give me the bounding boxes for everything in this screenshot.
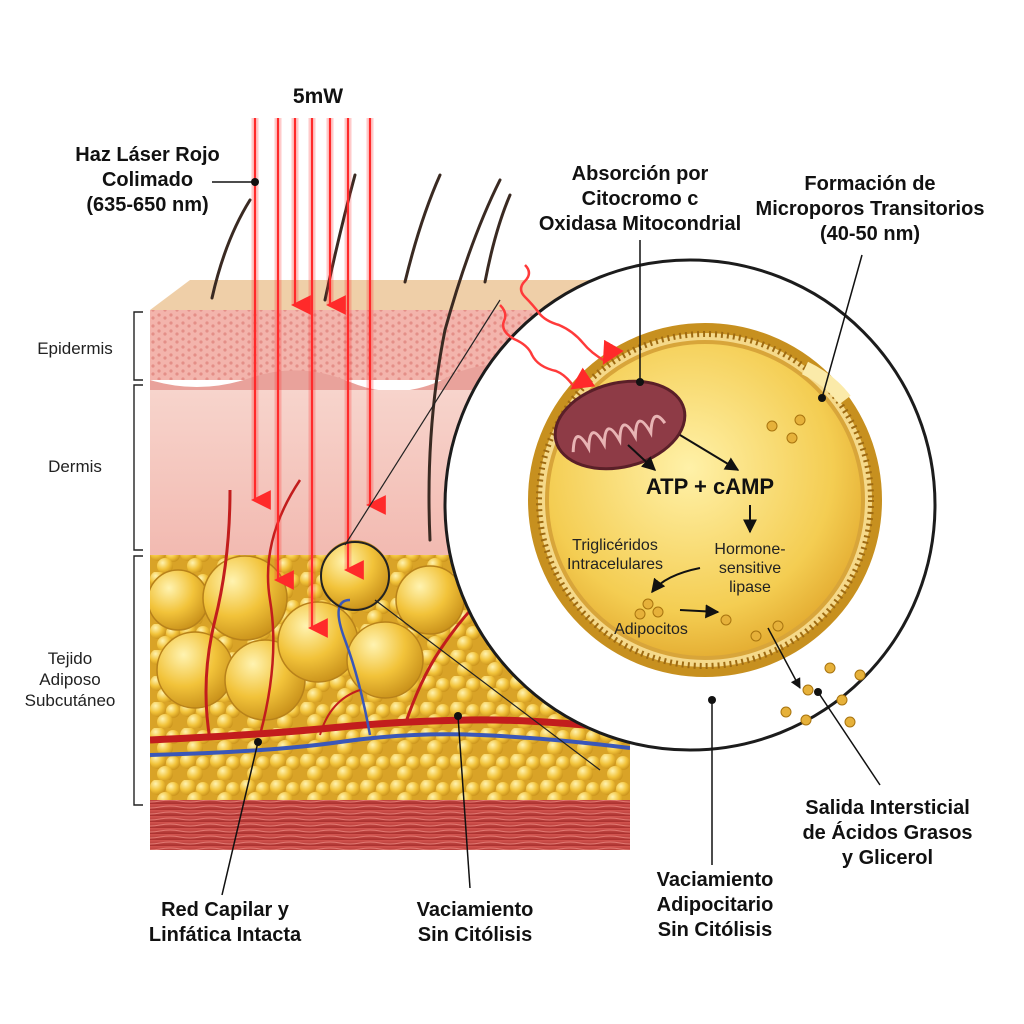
mitochondrion <box>553 379 687 471</box>
lipid-droplet <box>720 614 732 626</box>
lipid-droplets <box>634 414 866 728</box>
lipid-droplet <box>844 716 856 728</box>
layer-brackets <box>133 311 143 806</box>
laser-waves <box>499 264 624 390</box>
lipid-droplet <box>766 420 778 432</box>
power-label: 5mW <box>292 85 344 108</box>
micropore-label: Formación de Microporos Transitorios (40… <box>755 173 985 245</box>
lipid-droplet <box>802 684 814 696</box>
triglycerides-label: Triglicéridos Intracelulares <box>566 537 664 573</box>
emptying-left-label: Vaciamiento Sin Citólisis <box>416 899 534 946</box>
lipase-label: Hormone- sensitive lipase <box>714 541 786 596</box>
interstitial-label: Salida Intersticial de Ácidos Grasos y G… <box>802 797 973 869</box>
skin-surface <box>150 280 630 310</box>
lipid-droplet <box>772 620 784 632</box>
lipid-droplet <box>794 414 806 426</box>
hairs <box>210 173 512 542</box>
large-adipocytes <box>150 540 465 721</box>
zoom-source-circle <box>320 541 390 611</box>
adipose-label: Tejido Adiposo Subcutáneo <box>24 649 116 710</box>
epidermis-label: Epidermis <box>37 339 113 358</box>
lipid-droplet <box>786 432 798 444</box>
zoom-connectors <box>344 299 601 771</box>
capillary-label: Red Capilar y Linfática Intacta <box>148 899 302 946</box>
lipid-droplet <box>652 606 664 618</box>
lipid-droplet <box>836 694 848 706</box>
label-pointers <box>212 181 881 896</box>
lipid-droplet <box>824 662 836 674</box>
lipid-droplet <box>780 706 792 718</box>
pathway-arrows <box>627 434 757 619</box>
atp-camp-label: ATP + cAMP <box>645 474 775 499</box>
lipid-droplet <box>750 630 762 642</box>
muscle-layer <box>150 800 630 850</box>
laser-beam-label: Haz Láser Rojo Colimado (635-650 nm) <box>75 144 220 216</box>
lipid-droplet <box>634 608 646 620</box>
dermis-label: Dermis <box>48 457 102 476</box>
absorption-label: Absorción por Citocromo c Oxidasa Mitoco… <box>538 163 742 235</box>
pointer-dots <box>251 178 826 746</box>
lipid-droplet <box>854 669 866 681</box>
lipid-droplet <box>642 598 654 610</box>
emptying-center-label: Vaciamiento Adipocitario Sin Citólisis <box>656 869 774 941</box>
adipocytes-label: Adipocitos <box>614 621 688 638</box>
lipid-droplet <box>800 714 812 726</box>
capillary-network <box>150 479 630 757</box>
